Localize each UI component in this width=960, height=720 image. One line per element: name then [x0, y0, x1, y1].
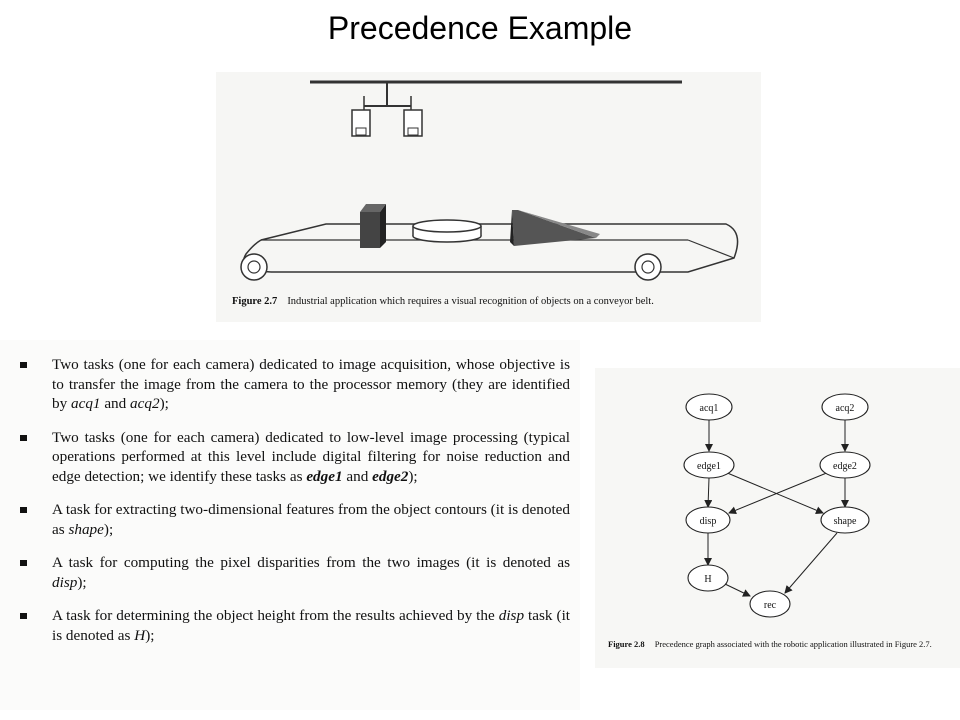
graph-node-acq2: [821, 393, 869, 421]
figure-2-7-label: Figure 2.7: [232, 296, 278, 307]
edge-H-rec: [724, 583, 751, 597]
box-object: [360, 204, 386, 248]
bullet-square-icon: [20, 560, 27, 566]
graph-node-edge2: [819, 451, 871, 479]
graph-node-acq1: [685, 393, 733, 421]
list-item: A task for computing the pixel dispariti…: [18, 553, 570, 592]
graph-label-H: H: [704, 574, 711, 585]
bullet-square-icon: [20, 613, 27, 619]
edge-edge2-disp: [728, 471, 830, 515]
task-list: Two tasks (one for each camera) dedicate…: [18, 355, 570, 645]
graph-edges: [704, 420, 849, 597]
edge-edge1-disp: [704, 477, 713, 508]
figure-2-8-caption: Figure 2.8 Precedence graph associated wi…: [608, 639, 953, 650]
graph-label-edge2: edge2: [833, 461, 857, 472]
camera-icon-right: [403, 109, 423, 137]
graph-node-rec: [749, 590, 791, 618]
list-item: Two tasks (one for each camera) dedicate…: [18, 428, 570, 487]
graph-label-edge1: edge1: [697, 461, 721, 472]
graph-label-rec: rec: [764, 600, 777, 611]
edge-edge1-shape: [724, 471, 824, 514]
graph-node-disp: [685, 506, 731, 534]
graph-node-edge1: [683, 451, 735, 479]
list-item: A task for extracting two-dimensional fe…: [18, 500, 570, 539]
list-item: A task for determining the object height…: [18, 606, 570, 645]
edge-shape-rec: [784, 532, 838, 594]
figure-2-7-scan: [216, 72, 761, 322]
graph-label-acq1: acq1: [700, 403, 719, 414]
cylinder-object: [412, 219, 482, 243]
task-list-scan: [0, 340, 580, 710]
precedence-graph: acq1 acq2 edge1 edge2 disp shape H rec: [683, 393, 871, 618]
figure-2-8-label: Figure 2.8: [608, 639, 645, 649]
precedence-graph-scan: [595, 368, 960, 668]
graph-label-disp: disp: [700, 516, 717, 527]
bullet-square-icon: [20, 507, 27, 513]
conveyor-illustration: [240, 80, 739, 281]
bullet-square-icon: [20, 362, 27, 368]
figure-2-7-text: Industrial application which requires a …: [287, 296, 654, 307]
bullet-square-icon: [20, 434, 27, 441]
page-title: Precedence Example: [327, 10, 633, 46]
camera-icon-left: [351, 109, 371, 137]
conveyor-belt: [240, 223, 739, 281]
graph-label-shape: shape: [834, 516, 857, 527]
figure-2-8-text: Precedence graph associated with the rob…: [654, 639, 932, 649]
graph-node-H: [687, 564, 729, 592]
graph-label-acq2: acq2: [836, 403, 855, 414]
wedge-object: [510, 210, 600, 246]
figure-2-7-caption: Figure 2.7 Industrial application which r…: [232, 296, 752, 308]
list-item: Two tasks (one for each camera) dedicate…: [18, 355, 570, 414]
graph-node-shape: [820, 506, 870, 534]
